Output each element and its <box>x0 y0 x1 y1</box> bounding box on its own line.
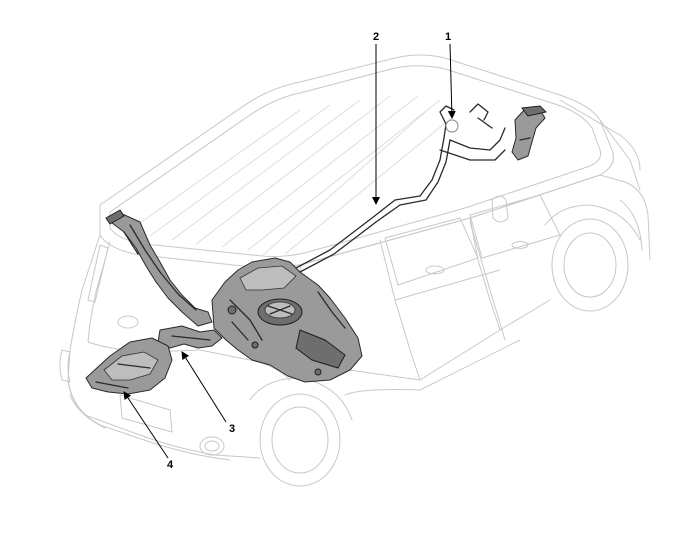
callout-label-3: 3 <box>229 423 235 435</box>
filler-neck-hose <box>107 211 213 327</box>
callout-1: 1 <box>445 31 456 119</box>
tank-strap-link <box>157 325 223 349</box>
callout-2: 2 <box>372 31 380 205</box>
callout-label-2: 2 <box>373 31 379 43</box>
fuel-feed-line <box>295 123 447 269</box>
quick-connector <box>445 119 459 133</box>
callout-label-4: 4 <box>167 459 174 471</box>
fuel-components <box>85 103 547 395</box>
callout-3: 3 <box>181 351 235 435</box>
callout-label-1: 1 <box>445 31 451 43</box>
callout-4: 4 <box>123 391 174 471</box>
